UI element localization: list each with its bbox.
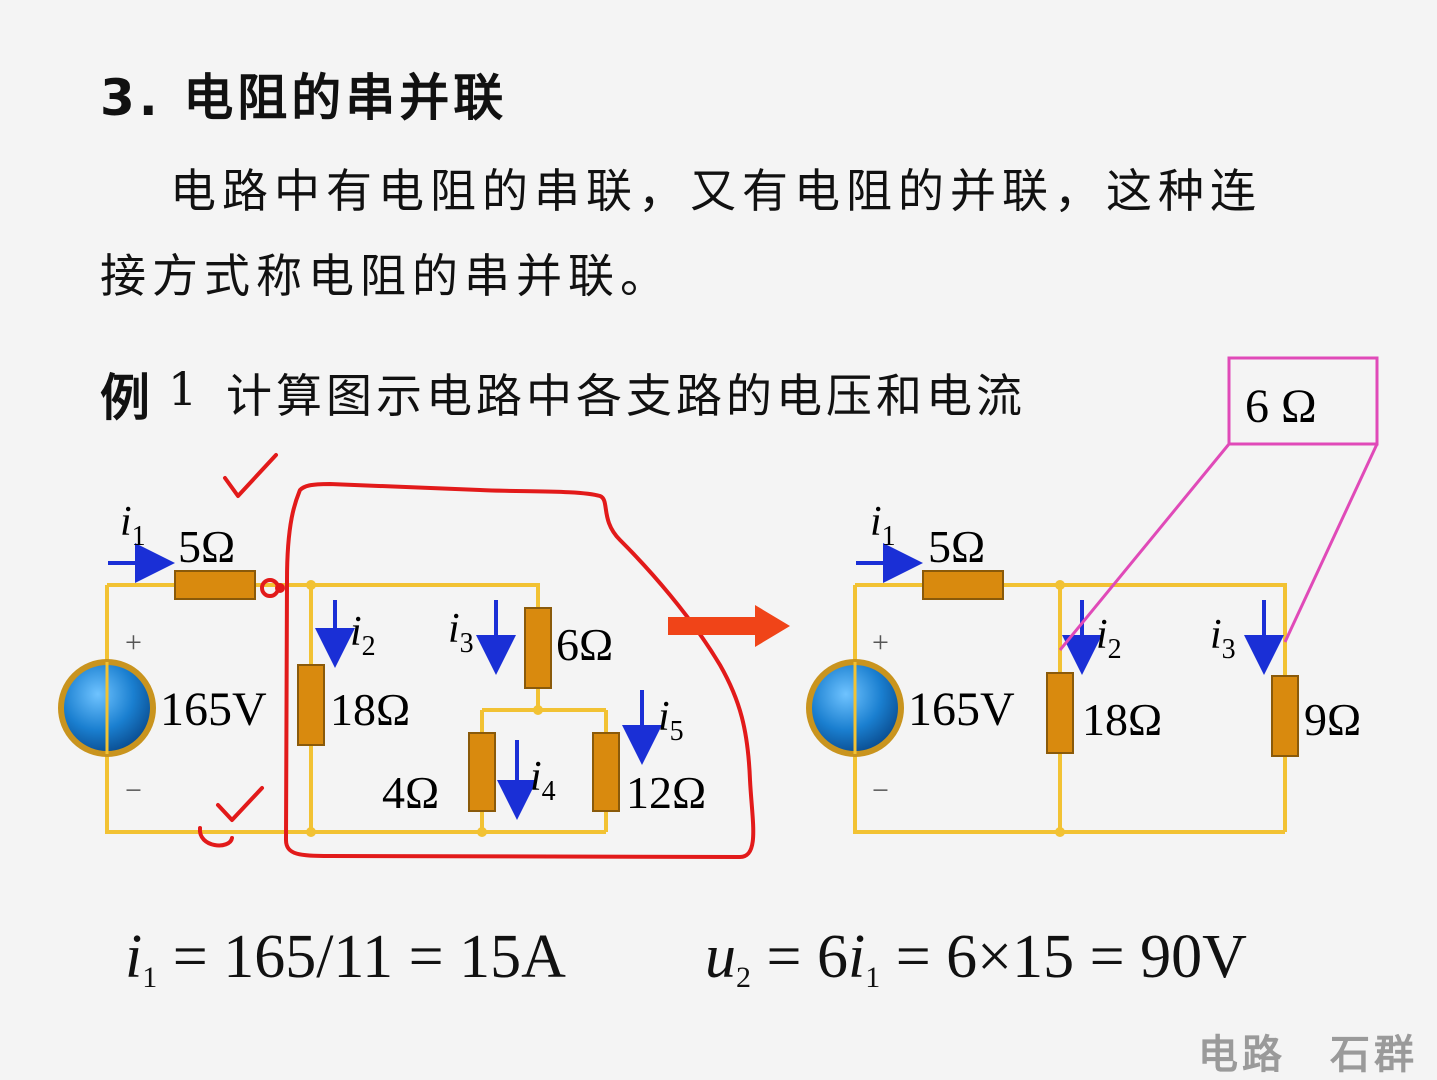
label-12-ohm: 12Ω: [626, 767, 706, 818]
red-bottom-hook: [198, 826, 234, 848]
red-node-dot-fill-icon: [275, 583, 285, 593]
section-title: 3. 电阻的串并联: [100, 69, 508, 127]
resistor-9-ohm: [1271, 675, 1299, 757]
example-text: 计算图示电路中各支路的电压和电流: [226, 369, 1026, 423]
label-6-ohm: 6Ω: [556, 619, 613, 670]
label-i5: i5: [658, 694, 684, 747]
right-nodes: [1055, 580, 1065, 837]
callout-box: [1227, 356, 1379, 446]
resistor-6-ohm: [524, 607, 552, 689]
label-18-ohm: 18Ω: [1082, 694, 1162, 745]
source-voltage-label: 165V: [908, 683, 1015, 736]
source-plus-sign: +: [872, 626, 889, 659]
paragraph-line-2: 接方式称电阻的串并联。: [100, 249, 672, 303]
resistor-5-ohm: [174, 570, 256, 600]
label-i1: i1: [870, 499, 896, 552]
label-5-ohm: 5Ω: [928, 521, 985, 572]
watermark: 电路 石群: [1198, 1032, 1418, 1078]
source-voltage-label: 165V: [160, 683, 267, 736]
label-i4: i4: [530, 754, 556, 807]
red-enclosure-outline: [284, 482, 756, 859]
label-9-ohm: 9Ω: [1304, 694, 1361, 745]
left-circuit: + − 165V 5Ω 18Ω 6Ω 4Ω 12Ω i1 i2 i3 i4 i5: [58, 499, 706, 837]
resistor-18-ohm: [297, 664, 325, 746]
equivalent-callout: 6 Ω: [1058, 356, 1379, 651]
formula-u2: u2 = 6i1 = 6×15 = 90V: [705, 923, 1247, 994]
label-i2: i2: [350, 609, 376, 662]
resistor-4-ohm: [468, 732, 496, 812]
resistor-5-ohm: [922, 570, 1004, 600]
source-minus-sign: −: [872, 774, 889, 807]
paragraph-line-1: 电路中有电阻的串联，又有电阻的并联，这种连: [170, 164, 1262, 218]
label-i2: i2: [1096, 612, 1122, 665]
label-18-ohm: 18Ω: [330, 684, 410, 735]
source-minus-sign: −: [125, 774, 142, 807]
right-circuit: + − 165V 5Ω 18Ω 9Ω i1 i2 i3: [806, 499, 1361, 837]
label-i3: i3: [448, 606, 474, 659]
transform-arrow-icon: [668, 605, 790, 647]
source-plus-sign: +: [125, 626, 142, 659]
label-4-ohm: 4Ω: [382, 767, 439, 818]
label-i1: i1: [120, 499, 146, 552]
resistor-18-ohm: [1046, 672, 1074, 754]
left-nodes: [306, 580, 543, 837]
red-annotations: [198, 453, 756, 859]
example-number: 1: [168, 362, 198, 416]
example-label: 例: [100, 369, 150, 427]
checkmark-top-icon: [223, 453, 278, 498]
callout-line-right: [1283, 443, 1379, 643]
checkmark-bottom-icon: [216, 786, 264, 822]
formula-i1: i1 = 165/11 = 15A: [125, 923, 566, 994]
resistor-12-ohm: [592, 732, 620, 812]
label-i3: i3: [1210, 612, 1236, 665]
label-5-ohm: 5Ω: [178, 521, 235, 572]
callout-label: 6 Ω: [1245, 380, 1317, 433]
callout-line-left: [1058, 443, 1231, 651]
